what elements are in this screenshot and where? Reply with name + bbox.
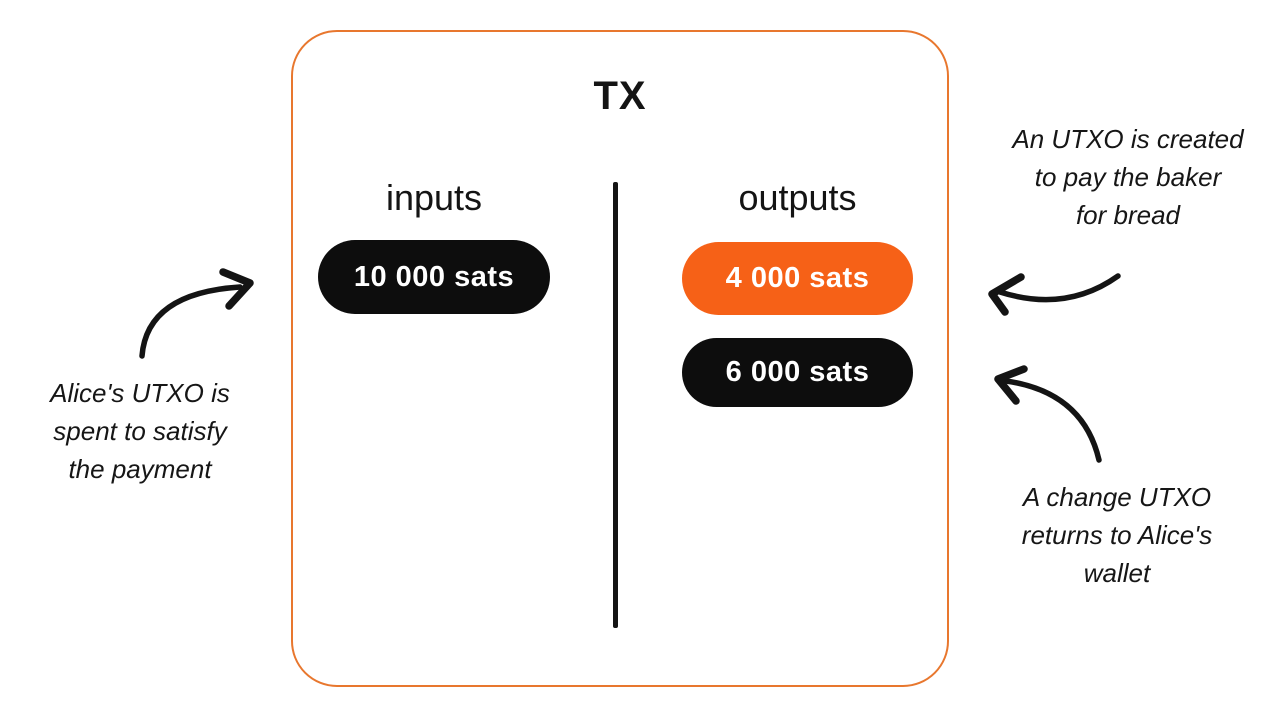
output-utxo-pill-baker: 4 000 sats [682, 242, 913, 315]
input-annotation-line: Alice's UTXO is [50, 378, 230, 408]
input-utxo-amount: 10 000 sats [353, 260, 515, 293]
inputs-column-label: inputs [385, 177, 483, 218]
change-annotation-line: A change UTXO [1022, 482, 1212, 512]
output-utxo-baker-amount: 4 000 sats [725, 262, 870, 294]
change-annotation-line: wallet [1083, 558, 1151, 588]
input-annotation-line: spent to satisfy [53, 416, 227, 446]
inputs-outputs-divider [613, 182, 618, 628]
baker-output-annotation: An UTXO is created to pay the baker for … [990, 120, 1266, 234]
output-utxo-change-amount: 6 000 sats [725, 356, 870, 388]
baker-arrow-icon [988, 273, 1121, 316]
transaction-title: TX [593, 74, 647, 118]
change-output-annotation: A change UTXO returns to Alice's wallet [987, 478, 1247, 592]
change-annotation-line: returns to Alice's [1021, 520, 1213, 550]
change-arrow-icon [994, 365, 1102, 463]
input-annotation-line: the payment [68, 454, 212, 484]
input-annotation: Alice's UTXO is spent to satisfy the pay… [20, 374, 260, 488]
outputs-column-label: outputs [738, 177, 857, 218]
baker-annotation-line: An UTXO is created [1012, 124, 1244, 154]
output-utxo-pill-change: 6 000 sats [682, 338, 913, 407]
baker-annotation-line: to pay the baker [1034, 162, 1222, 192]
input-utxo-pill: 10 000 sats [318, 240, 550, 314]
baker-annotation-line: for bread [1075, 200, 1181, 230]
input-arrow-icon [139, 268, 254, 359]
